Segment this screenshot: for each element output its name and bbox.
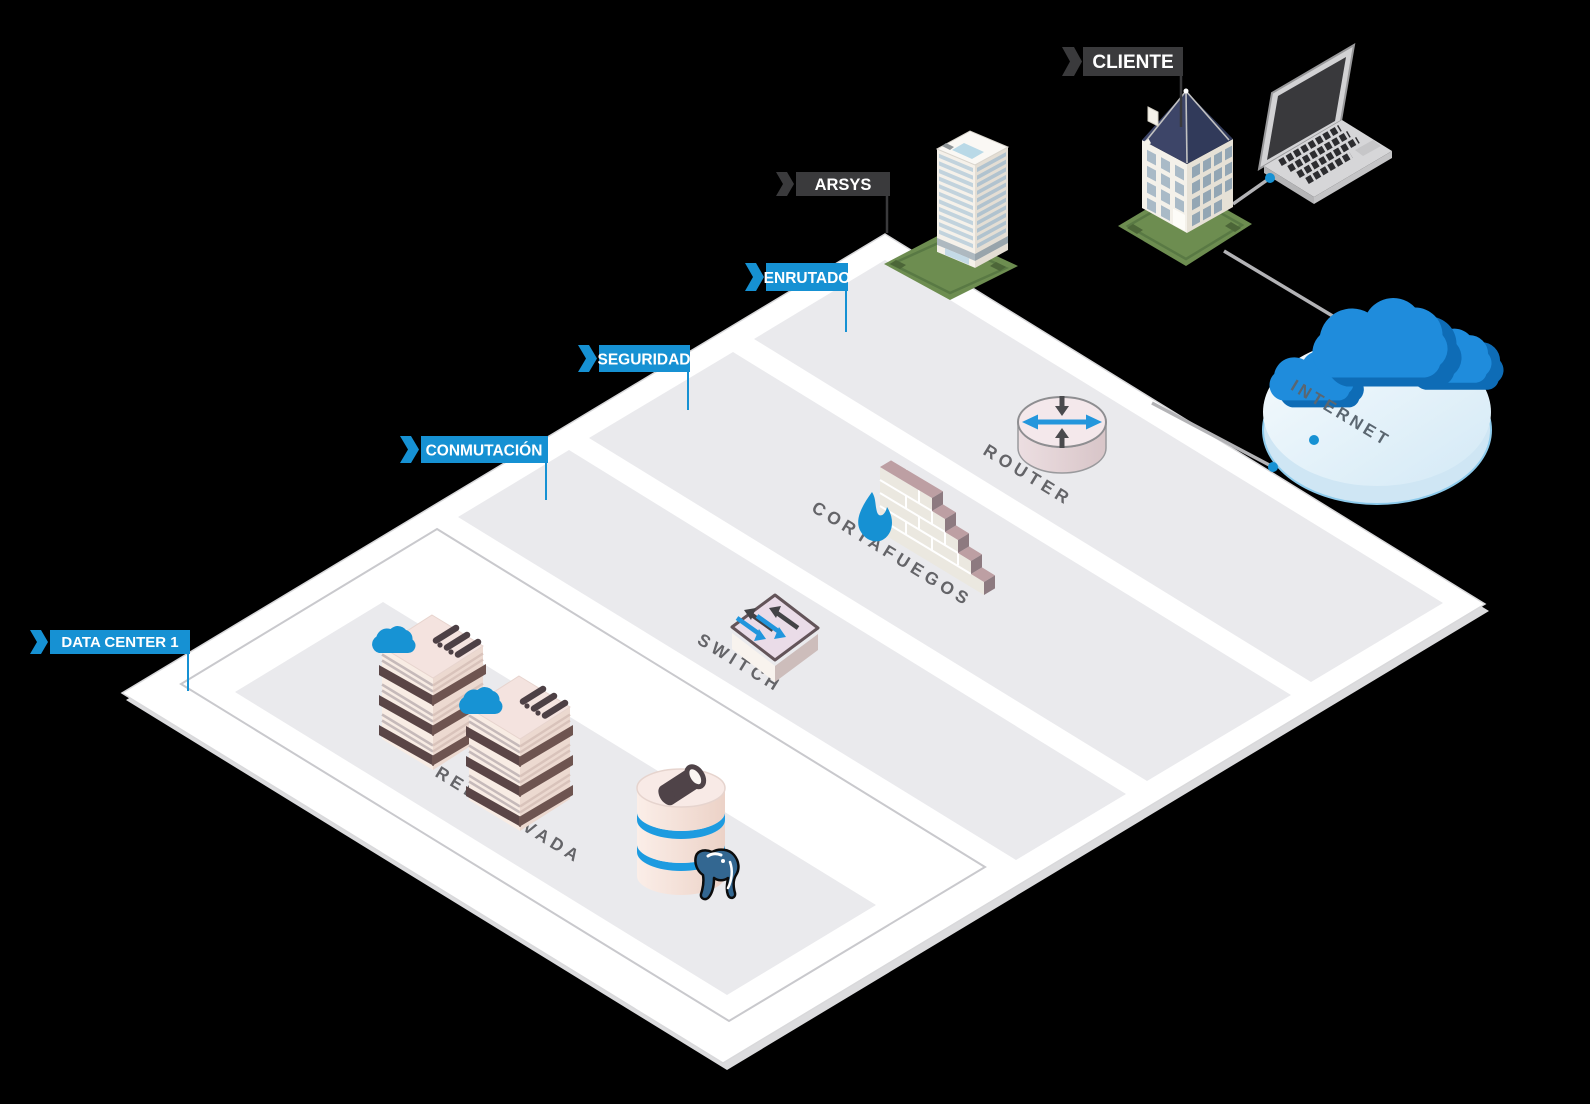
- connection-dots: [1265, 173, 1319, 472]
- data-cylinder-glyph: [658, 764, 707, 806]
- flag-chevron-icon: [578, 345, 597, 372]
- switch-arrows-icon: [735, 606, 800, 641]
- flag-enrutado: ENRUTADO: [745, 263, 850, 332]
- node-dot: [1268, 462, 1278, 472]
- brick-top-faces: [880, 460, 995, 582]
- office-tower-icon: [884, 130, 1018, 300]
- flag-chevron-icon: [776, 172, 794, 196]
- tower-left-face: [937, 148, 975, 268]
- green-base: [884, 232, 1018, 300]
- database-cylinder-icon: [636, 764, 740, 901]
- flag-chevron-icon: [400, 436, 419, 463]
- laptop-icon: [1257, 43, 1392, 204]
- router-cylinder-icon: [1017, 396, 1107, 474]
- internet-platform: INTERNET: [1262, 298, 1504, 505]
- enrutado-flag-label: ENRUTADO: [764, 270, 851, 287]
- flag-arsys: ARSYS: [776, 172, 890, 233]
- switch-box-icon: [730, 593, 820, 682]
- right-wall-windows: [1192, 145, 1232, 227]
- flag-chevron-icon: [1062, 47, 1082, 76]
- line-cliente-internet: [1223, 249, 1342, 323]
- line-cliente-laptop: [1231, 176, 1272, 206]
- node-dot: [1265, 173, 1275, 183]
- brick-wall-flame-icon: [858, 460, 995, 595]
- cliente-flag-label: CLIENTE: [1092, 52, 1173, 73]
- brick-end-faces: [932, 491, 995, 595]
- client-building-icon: [1118, 88, 1252, 266]
- flag-chevron-icon: [30, 630, 48, 654]
- lane-enrutado: [754, 260, 1443, 682]
- laptop-screen: [1267, 57, 1346, 160]
- flag-conmutacion: CONMUTACIÓN: [400, 436, 548, 500]
- flag-cliente: CLIENTE: [1062, 47, 1183, 127]
- postgresql-elephant-icon: [694, 848, 740, 901]
- roof-right-face: [1186, 91, 1233, 164]
- flag-data-center-1: DATA CENTER 1: [30, 630, 190, 691]
- data-center-flag-label: DATA CENTER 1: [61, 634, 178, 651]
- flame-icon: [858, 492, 893, 542]
- laptop-keyboard: [1278, 124, 1360, 185]
- router-arrows-icon: [1022, 396, 1102, 448]
- conmutacion-flag-label: CONMUTACIÓN: [426, 442, 543, 460]
- antenna-wires: [1145, 90, 1230, 164]
- brick-mortar-lines: [879, 469, 972, 575]
- roof-chimney: [1147, 106, 1159, 127]
- left-wall-windows: [1147, 149, 1185, 231]
- node-dot: [1309, 435, 1319, 445]
- roof-left-face: [1142, 91, 1187, 164]
- laptop-trackpad: [1355, 140, 1381, 156]
- flag-seguridad: SEGURIDAD: [578, 345, 691, 410]
- tower-right-face: [975, 146, 1008, 268]
- arsys-flag-label: ARSYS: [815, 176, 872, 194]
- roof-pool: [952, 143, 984, 159]
- seguridad-flag-label: SEGURIDAD: [597, 352, 690, 369]
- flag-chevron-icon: [745, 263, 764, 291]
